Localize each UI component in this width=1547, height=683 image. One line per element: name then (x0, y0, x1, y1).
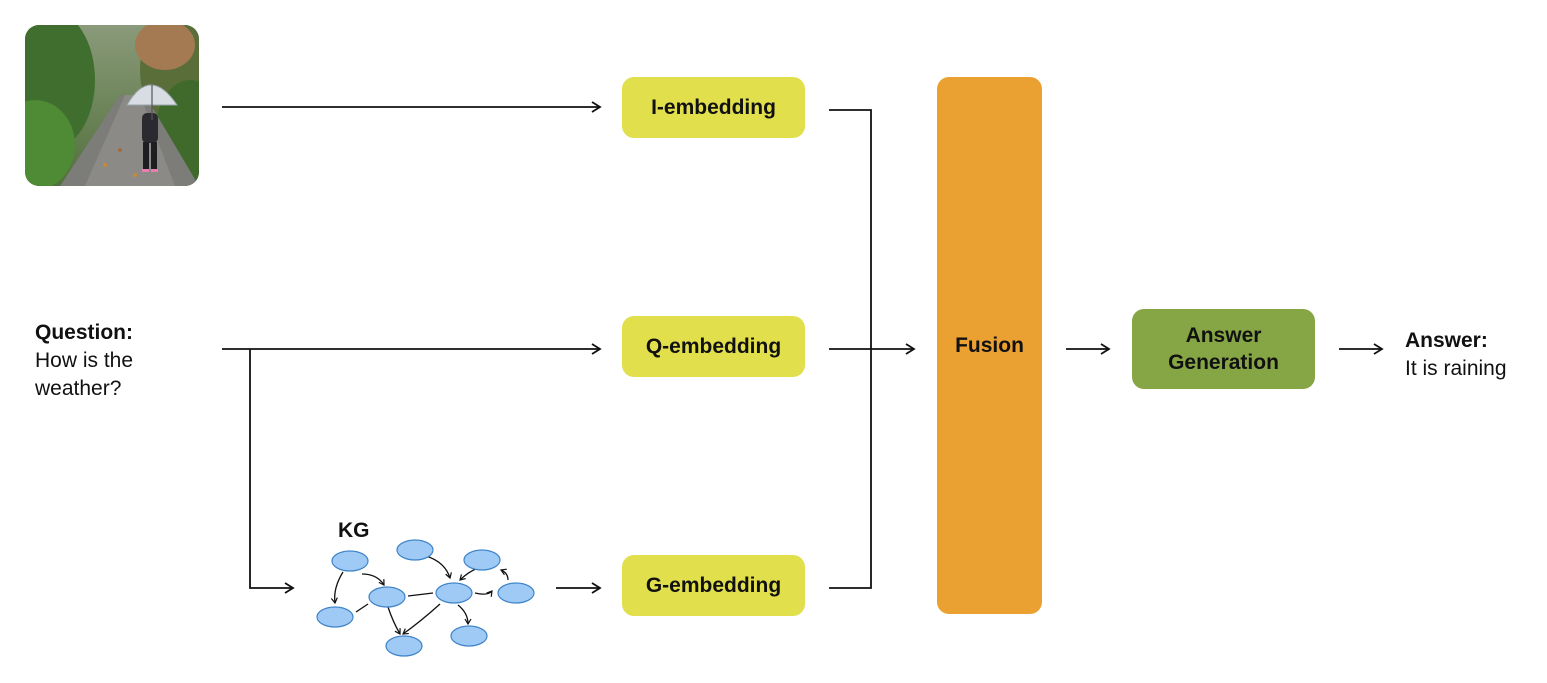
kg-node (435, 582, 473, 604)
kg-node (385, 635, 423, 657)
i-embedding-box: I-embedding (622, 77, 805, 138)
answer-block: Answer: It is raining (1405, 327, 1507, 383)
q-embedding-label: Q-embedding (645, 334, 782, 358)
arrow-question-to-kg (249, 349, 295, 594)
kg-node (396, 539, 434, 561)
kg-node (497, 582, 535, 604)
knowledge-graph (330, 555, 509, 636)
g-embedding-box: G-embedding (622, 555, 805, 616)
kg-node (316, 606, 354, 628)
g-embedding-label: G-embedding (645, 573, 782, 597)
answer-generation-label-line2: Generation (1168, 351, 1279, 374)
kg-node (463, 549, 501, 571)
input-image (25, 25, 199, 186)
fusion-label: Fusion (955, 333, 1024, 357)
answer-generation-label-line1: Answer (1185, 323, 1262, 347)
answer-text: It is raining (1405, 357, 1507, 380)
i-embedding-label: I-embedding (651, 95, 776, 119)
fusion-box: Fusion (937, 77, 1042, 614)
question-label: Question: (35, 321, 133, 344)
q-embedding-box: Q-embedding (622, 316, 805, 377)
question-text-line2: weather? (35, 377, 122, 400)
answer-generation-box: Answer Generation (1132, 309, 1315, 389)
question-text-line1: How is the (35, 349, 134, 372)
kg-nodes (316, 539, 535, 657)
kg-node (368, 586, 406, 608)
answer-label: Answer: (1405, 329, 1488, 352)
question-block: Question: How is the weather? (35, 319, 133, 403)
kg-node (331, 550, 369, 572)
kg-label: KG (338, 519, 370, 542)
kg-node (450, 625, 488, 647)
